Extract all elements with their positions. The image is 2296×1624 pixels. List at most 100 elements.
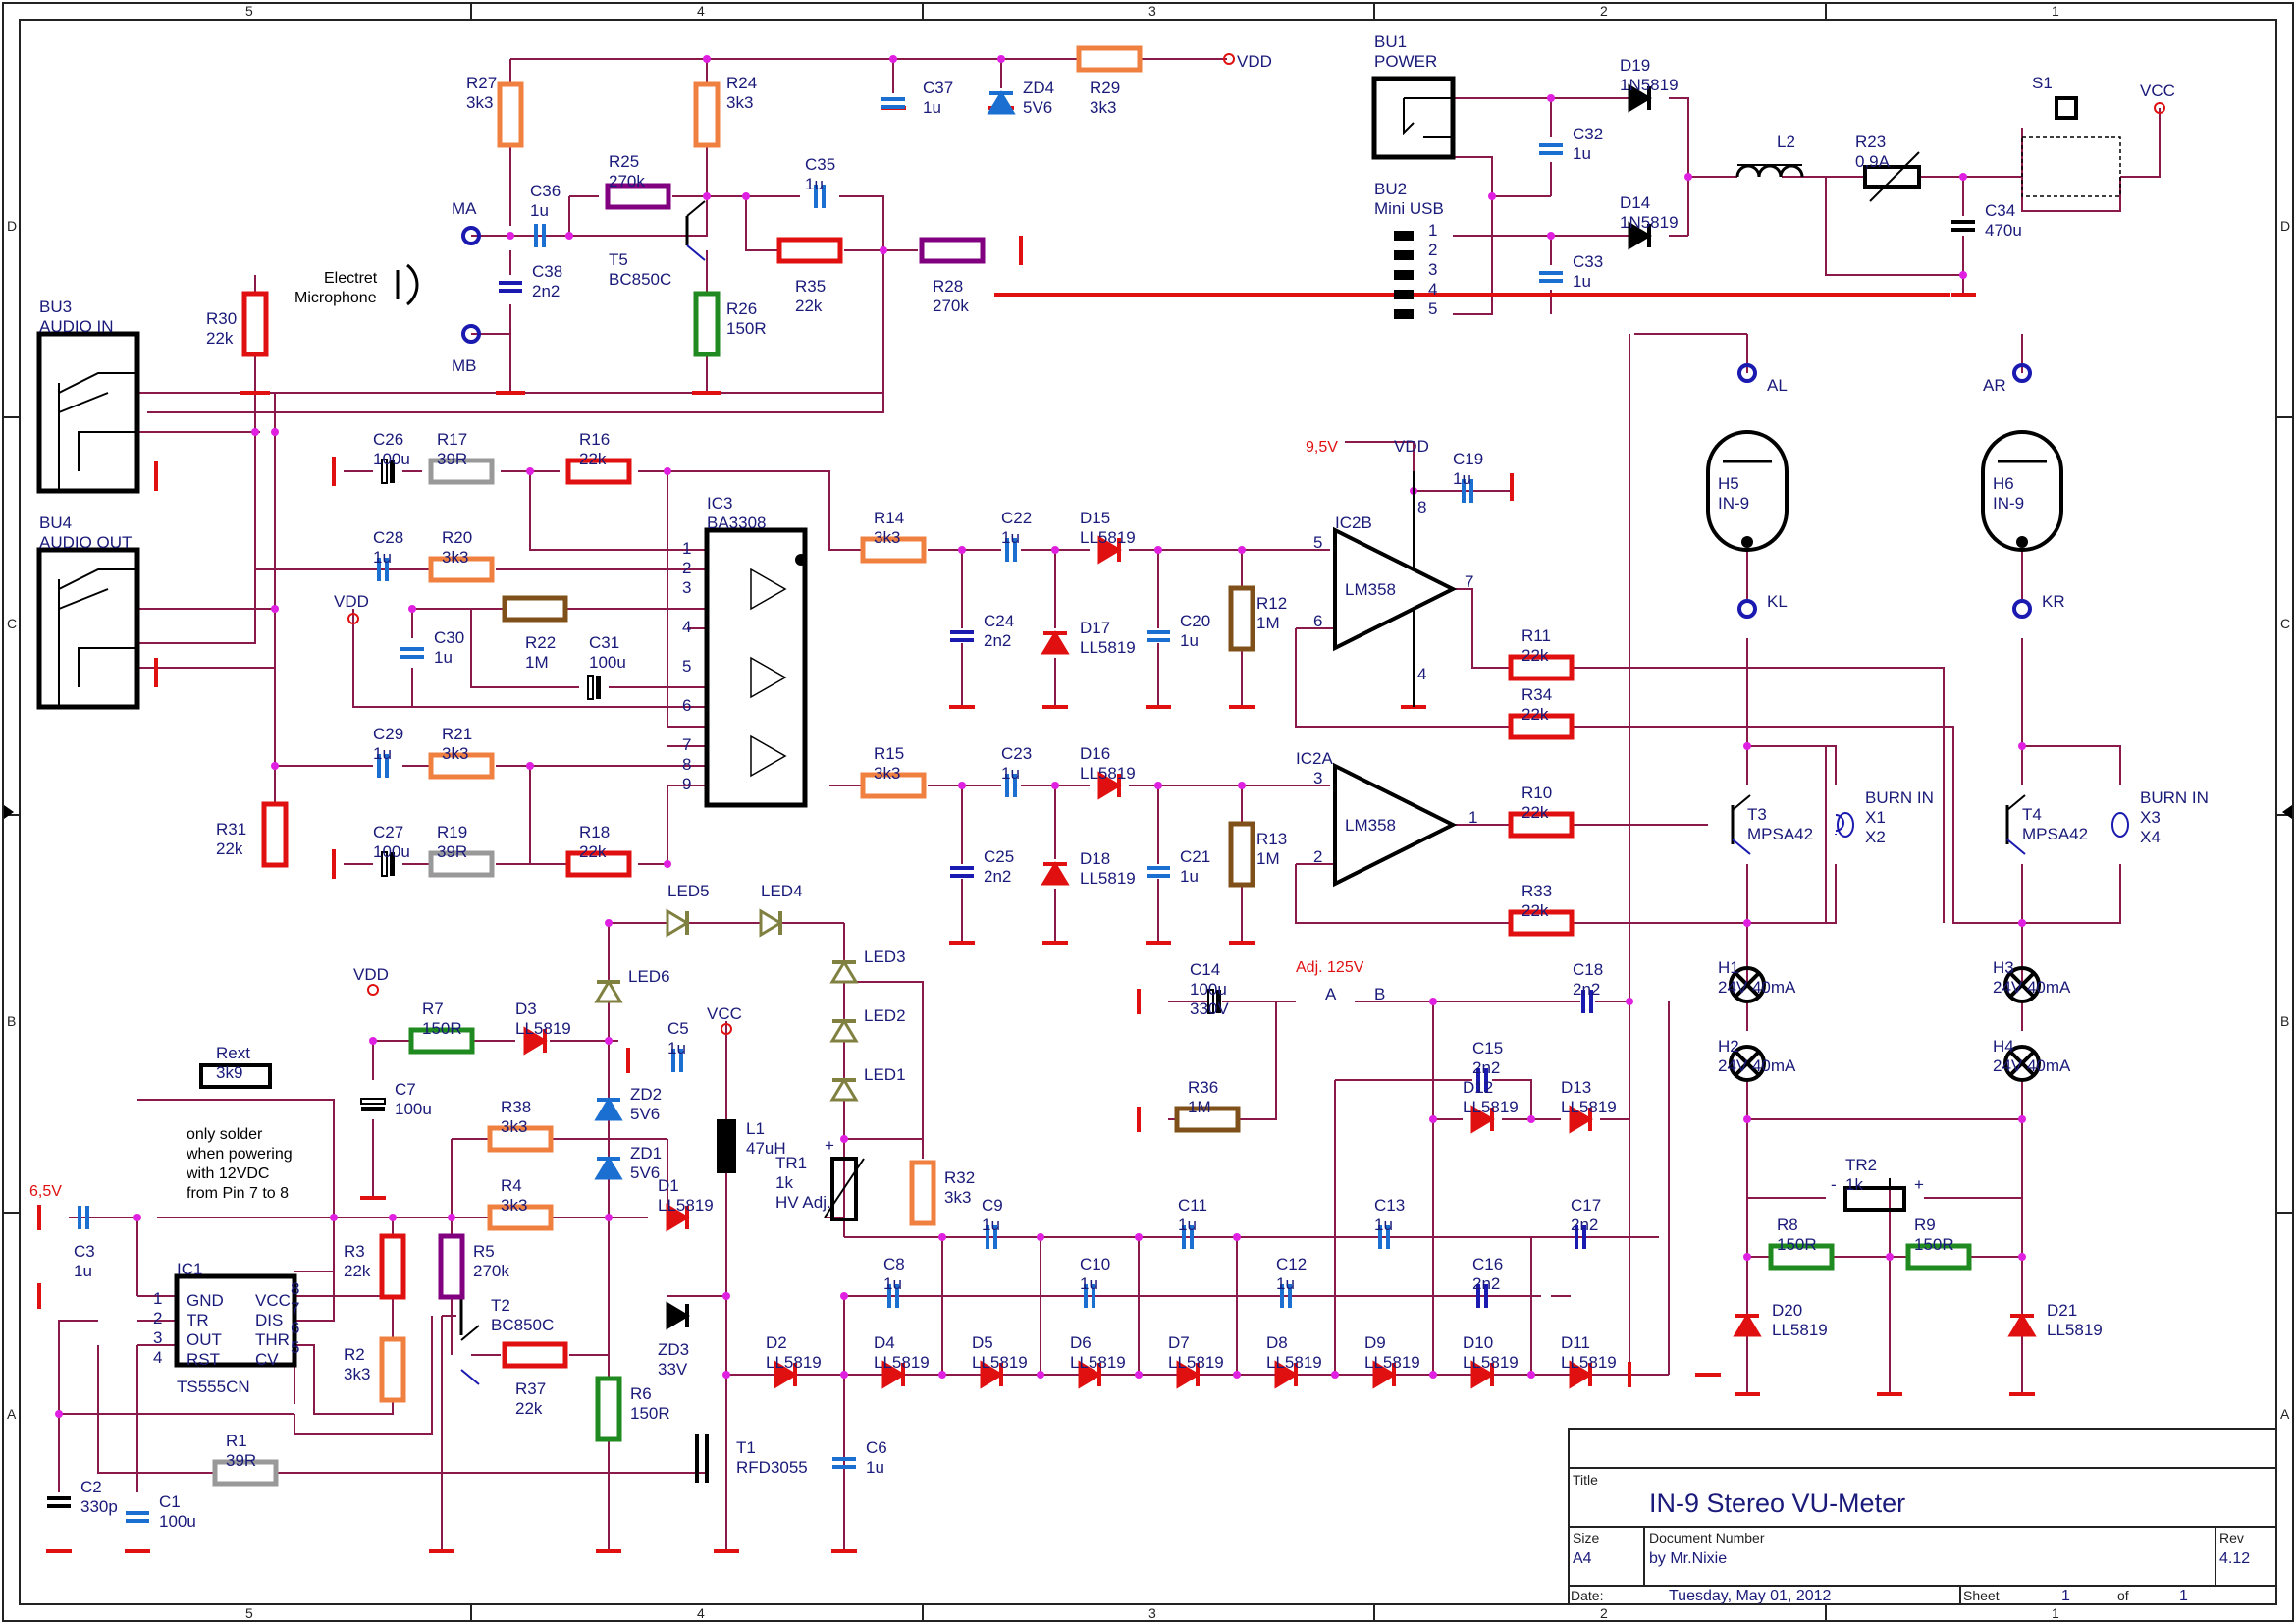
value-c16: 2n2 — [1472, 1274, 1500, 1293]
jumper-a: A — [1325, 985, 1337, 1003]
value-r8: 150R — [1777, 1235, 1817, 1254]
value-c22: 1u — [1001, 528, 1020, 547]
value-r21: 3k3 — [442, 744, 468, 763]
label-d2: D2 — [766, 1333, 787, 1352]
inductor-l1 — [717, 1119, 736, 1173]
label-led2: LED2 — [864, 1006, 906, 1025]
frame-col-bottom-1: 1 — [2052, 1605, 2059, 1621]
value-r17: 39R — [437, 450, 467, 468]
label-r8: R8 — [1777, 1216, 1798, 1234]
value-d21: LL5819 — [2047, 1321, 2103, 1339]
value-zd4: 5V6 — [1023, 98, 1052, 117]
net-labels: VDD VCC 9,5V VDD VDD VDD VCC 6,5V Adj. 1… — [29, 52, 2175, 1200]
ic3-name: IC3 — [707, 494, 732, 513]
net-al: AL — [1767, 376, 1788, 395]
docnum-label: Document Number — [1649, 1530, 1765, 1545]
bu2-pin-3: 3 — [1428, 260, 1437, 279]
label-r19: R19 — [437, 823, 467, 841]
label-zd1: ZD1 — [630, 1144, 662, 1163]
value-t1: RFD3055 — [736, 1458, 808, 1477]
value-c14: 100u — [1190, 980, 1227, 999]
bu3-name: BU3 — [39, 298, 72, 316]
label-c2: C2 — [80, 1478, 102, 1496]
rext-value: 3k9 — [216, 1063, 242, 1082]
label-r13: R13 — [1256, 830, 1287, 848]
value-r3: 22k — [344, 1262, 371, 1280]
net-vdd-led: VDD — [353, 965, 389, 984]
ic1-pin-4: 4 — [153, 1348, 162, 1367]
value-c37: 1u — [923, 98, 941, 117]
ic3-pin-7: 7 — [682, 735, 691, 754]
label-c16: C16 — [1472, 1255, 1503, 1273]
label-led3: LED3 — [864, 947, 906, 966]
value-d18: LL5819 — [1080, 869, 1136, 888]
value-d2: LL5819 — [766, 1353, 822, 1372]
label-c29: C29 — [373, 725, 403, 743]
value-r5: 270k — [473, 1262, 509, 1280]
value-tr2: 1k — [1845, 1175, 1863, 1194]
label-d5: D5 — [972, 1333, 993, 1352]
ic3-body — [704, 527, 808, 808]
of-value: 1 — [2179, 1588, 2188, 1604]
value-d10: LL5819 — [1463, 1353, 1519, 1372]
bu2-pin-1: 1 — [1428, 221, 1437, 240]
label-d9: D9 — [1364, 1333, 1386, 1352]
value-c19: 1u — [1453, 469, 1471, 488]
ic3-pin-9: 9 — [682, 775, 691, 793]
h5-part: IN-9 — [1718, 494, 1749, 513]
ic1-left-2: TR — [187, 1311, 209, 1329]
value-d3: LL5819 — [515, 1019, 571, 1038]
value-r24: 3k3 — [726, 93, 753, 112]
value-r9: 150R — [1914, 1235, 1954, 1254]
label-t4: T4 — [2022, 805, 2042, 824]
sheet-value: 1 — [2061, 1588, 2070, 1604]
frame-row-right-d: D — [2280, 218, 2290, 234]
value-c5: 1u — [667, 1039, 686, 1057]
ic1-left-3: OUT — [187, 1330, 222, 1349]
drawing-title: IN-9 Stereo VU-Meter — [1649, 1489, 1905, 1518]
frame-col-top-3: 3 — [1148, 3, 1156, 19]
value-c9: 1u — [982, 1216, 1000, 1234]
label-d16: D16 — [1080, 744, 1110, 763]
value-r18: 22k — [579, 842, 607, 861]
component-l2: L2 — [1777, 133, 1795, 151]
label-r6: R6 — [630, 1384, 652, 1403]
frame-col-top-5: 5 — [245, 3, 253, 19]
label-r26: R26 — [726, 299, 757, 318]
value-r37: 22k — [515, 1399, 543, 1418]
label-r1: R1 — [226, 1432, 247, 1450]
label-h4: H4 — [1993, 1037, 2014, 1056]
label-r10: R10 — [1522, 784, 1552, 802]
burn-in-jumpers — [1835, 812, 2129, 838]
size-value: A4 — [1573, 1550, 1592, 1567]
frame-col-top-1: 1 — [2052, 3, 2059, 19]
ic1-pin-8: 8 — [291, 1279, 299, 1298]
value-c35: 1u — [805, 175, 824, 193]
ic2b-pin-out: 7 — [1465, 572, 1473, 591]
ic3-pin-1: 1 — [682, 539, 691, 558]
label-d12: D12 — [1463, 1078, 1493, 1097]
label-tr1: TR1 — [775, 1154, 807, 1172]
